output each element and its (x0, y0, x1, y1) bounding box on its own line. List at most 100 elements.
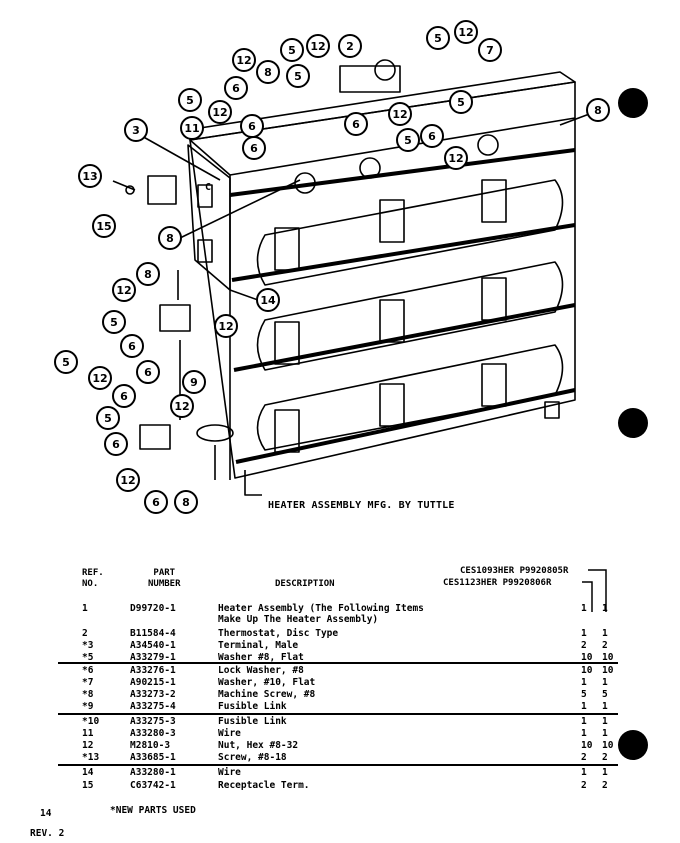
col-header-ref: REF. NO. (82, 568, 104, 589)
callout-label: 15 (96, 220, 111, 233)
callout-15: 15 (92, 214, 116, 238)
callout-12: 12 (306, 34, 330, 58)
qty-model-1: 10 (581, 652, 593, 663)
qty-model-1: 1 (581, 716, 587, 727)
ref-no: *3 (82, 640, 94, 651)
qty-model-2: 10 (602, 652, 614, 663)
callout-8: 8 (136, 262, 160, 286)
ref-no: 2 (82, 628, 88, 639)
callout-11: 11 (180, 116, 204, 140)
qty-model-2: 10 (602, 740, 614, 751)
qty-model-1: 5 (581, 689, 587, 700)
qty-model-1: 1 (581, 701, 587, 712)
callout-label: 8 (144, 268, 152, 281)
callout-label: 5 (104, 412, 112, 425)
registration-dot (618, 88, 648, 118)
qty-model-2: 1 (602, 716, 608, 727)
ref-no: *13 (82, 752, 100, 763)
callout-label: 12 (448, 152, 463, 165)
part-number: A33280-3 (130, 728, 176, 739)
table-rule (58, 713, 618, 715)
callout-2: 2 (338, 34, 362, 58)
qty-model-2: 2 (602, 640, 608, 651)
callout-label: 8 (182, 496, 190, 509)
ref-no: *5 (82, 652, 94, 663)
part-number: C63742-1 (130, 780, 176, 791)
ref-no: 12 (82, 740, 94, 751)
model-header-1: CES1093HER P9920805R (460, 566, 569, 576)
col-header-part: PART NUMBER (148, 568, 181, 589)
callout-12: 12 (88, 366, 112, 390)
callout-label: 2 (346, 40, 354, 53)
description: Receptacle Term. (218, 780, 310, 791)
qty-model-1: 10 (581, 740, 593, 751)
callout-label: 6 (128, 340, 136, 353)
model-column-brackets (582, 569, 607, 612)
callout-5: 5 (178, 88, 202, 112)
description: Wire (218, 728, 241, 739)
callout-label: 6 (112, 438, 120, 451)
part-number: A34540-1 (130, 640, 176, 651)
part-number: D99720-1 (130, 603, 176, 614)
table-row: 1 D99720-1 Heater Assembly (The Following … (0, 603, 680, 615)
callout-5: 5 (280, 38, 304, 62)
description: Screw, #8-18 (218, 752, 287, 763)
callout-label: 5 (457, 96, 465, 109)
callout-label: 8 (166, 232, 174, 245)
callout-8: 8 (158, 226, 182, 250)
callout-label: 14 (260, 294, 276, 307)
callout-label: 5 (110, 316, 118, 329)
description: Thermostat, Disc Type (218, 628, 339, 639)
callout-8: 8 (174, 490, 198, 514)
description: Washer #8, Flat (218, 652, 304, 663)
callout-label: 7 (486, 44, 494, 57)
part-number: A33685-1 (130, 752, 176, 763)
description: Lock Washer, #8 (218, 665, 304, 676)
ref-no: 11 (82, 728, 94, 739)
callout-label: 9 (190, 376, 198, 389)
table-row: *3 A34540-1 Terminal, Male 2 2 (0, 640, 680, 652)
col-header-description: DESCRIPTION (275, 579, 335, 589)
part-number: A33275-3 (130, 716, 176, 727)
description: Nut, Hex #8-32 (218, 740, 299, 751)
description: Terminal, Male (218, 640, 299, 651)
callout-14: 14 (256, 288, 280, 312)
callout-5: 5 (54, 350, 78, 374)
callout-label: 3 (132, 124, 140, 137)
qty-model-2: 1 (602, 603, 608, 614)
callout-label: 6 (428, 130, 436, 143)
callout-label: 12 (174, 400, 189, 413)
qty-model-1: 1 (581, 677, 587, 688)
part-number: A33275-4 (130, 701, 176, 712)
qty-model-1: 2 (581, 640, 587, 651)
table-row: Make Up The Heater Assembly) (0, 614, 680, 626)
callout-12: 12 (444, 146, 468, 170)
qty-model-2: 1 (602, 701, 608, 712)
part-number: A90215-1 (130, 677, 176, 688)
diagram-caption: HEATER ASSEMBLY MFG. BY TUTTLE (268, 500, 455, 511)
part-number: A33279-1 (130, 652, 176, 663)
description: Fusible Link (218, 716, 287, 727)
callout-label: 6 (250, 142, 258, 155)
ref-no: *8 (82, 689, 94, 700)
callout-12: 12 (170, 394, 194, 418)
description: Heater Assembly (The Following Items (218, 603, 424, 614)
callout-5: 5 (426, 26, 450, 50)
callout-6: 6 (144, 490, 168, 514)
qty-model-2: 2 (602, 780, 608, 791)
callout-6: 6 (120, 334, 144, 358)
callout-13: 13 (78, 164, 102, 188)
table-row: *10 A33275-3 Fusible Link 1 1 (0, 716, 680, 728)
callout-label: 12 (218, 320, 233, 333)
ref-no: 15 (82, 780, 94, 791)
description: Wire (218, 767, 241, 778)
callout-label: 5 (288, 44, 296, 57)
callout-label: 12 (120, 474, 135, 487)
callout-label: 8 (264, 66, 272, 79)
ref-no: *10 (82, 716, 100, 727)
